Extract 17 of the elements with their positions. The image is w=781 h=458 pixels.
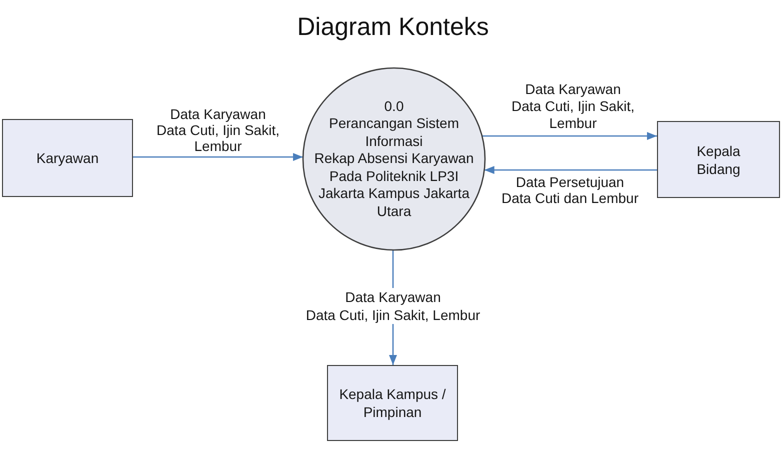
arrow <box>484 166 657 174</box>
entity-label: Kepala Bidang <box>696 142 742 178</box>
edge-label: Data Karyawan Data Cuti, Ijin Sakit, Lembur <box>304 288 482 324</box>
entity-label: Kepala Kampus / Pimpinan <box>338 385 447 421</box>
entity-box <box>327 365 458 441</box>
entity-label: Karyawan <box>36 149 99 167</box>
edge-label: Data Persetujuan Data Cuti dan Lembur <box>502 174 638 206</box>
process-circle <box>302 67 486 251</box>
process-label: Rekap Absensi Karyawan Pada Politeknik LP3I Jakarta Kampus Jakarta Utara <box>313 150 475 220</box>
arrow <box>133 153 304 161</box>
arrow <box>482 132 657 140</box>
edge-label: Data Karyawan Data Cuti, Ijin Sakit, Lembur <box>154 106 282 154</box>
diagram-title: Diagram Konteks <box>297 13 489 41</box>
entity-box <box>657 121 780 198</box>
process-label: Perancangan Sistem Informasi <box>328 115 460 150</box>
entity-box <box>2 119 133 197</box>
process-number: 0.0 <box>384 98 404 116</box>
